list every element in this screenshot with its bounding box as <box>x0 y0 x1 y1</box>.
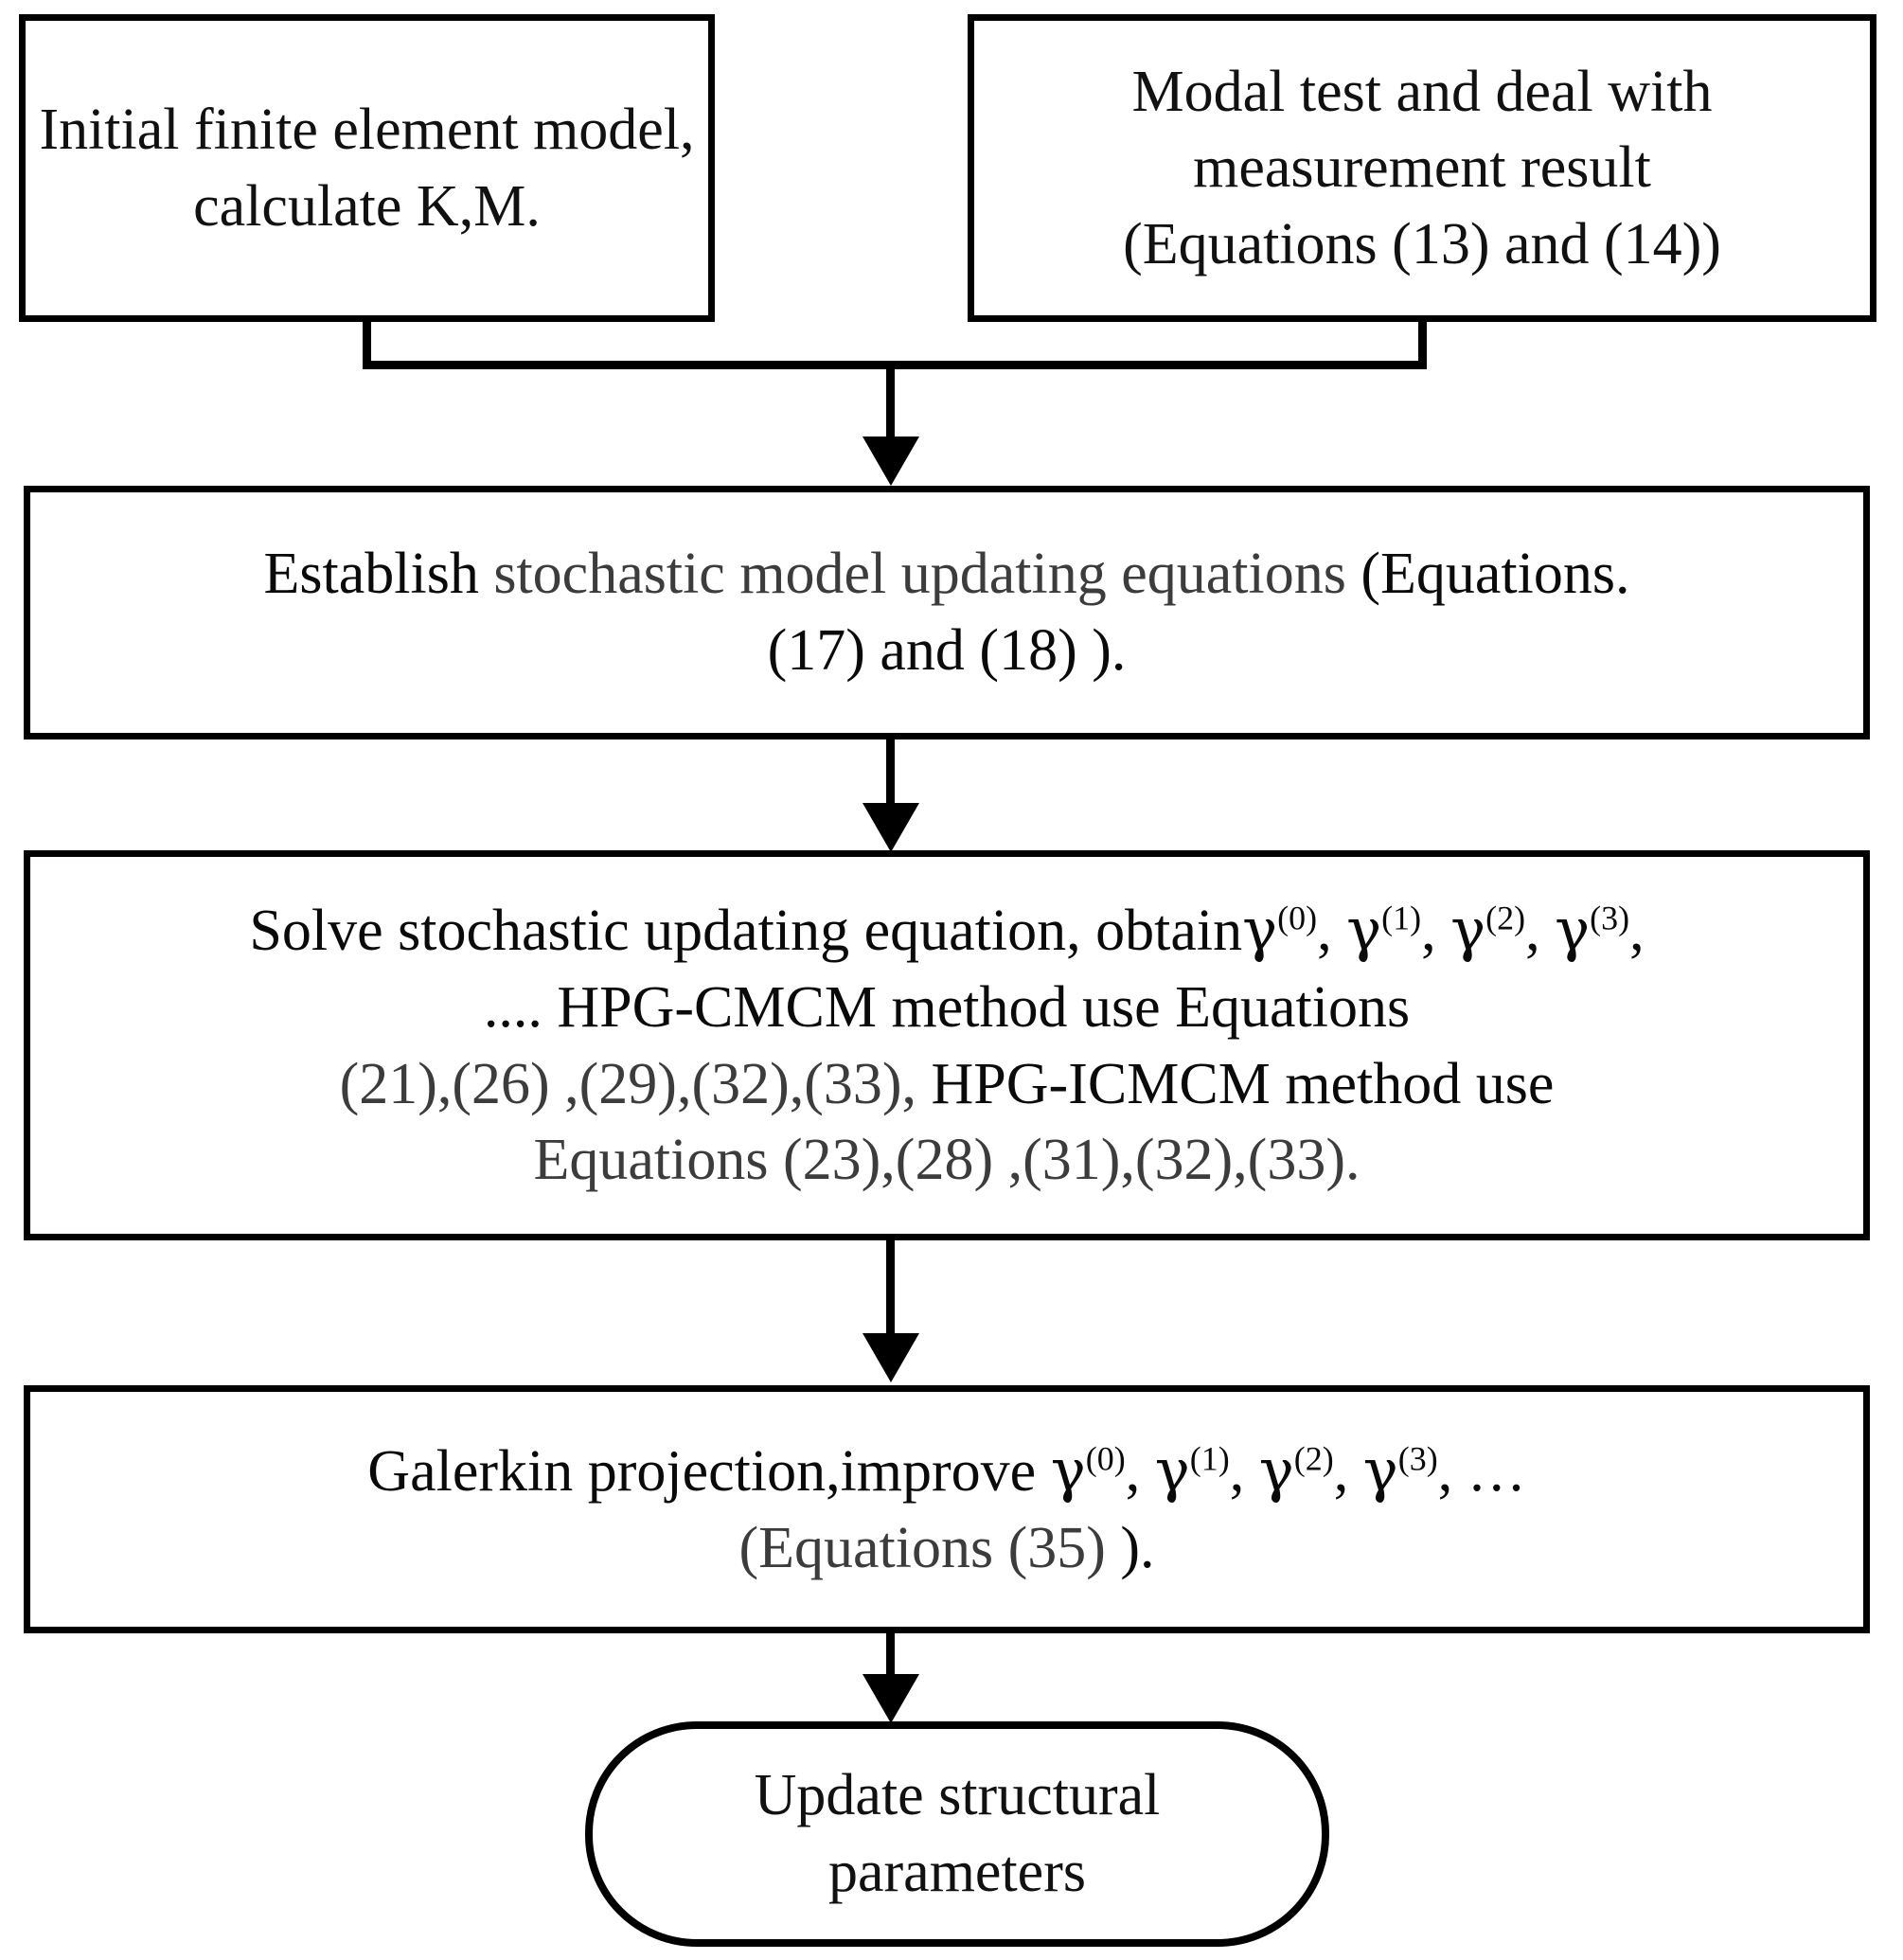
node-solve-line4-black: Equations <box>533 1128 783 1193</box>
galerkin-gamma-sep-0: , <box>1125 1438 1155 1504</box>
node-solve-stochastic-updating-equation[interactable]: Solve stochastic updating equation, obta… <box>24 850 1870 1240</box>
connector-stub-from-modal-test <box>1418 322 1427 369</box>
node-solve-text: Solve stochastic updating equation, obta… <box>44 892 1850 1198</box>
galerkin-gamma-sep-1: , <box>1229 1438 1259 1504</box>
arrowhead-to-establish-equations <box>863 437 919 486</box>
node-solve-line2: .... HPG-CMCM method use Equations <box>483 974 1411 1040</box>
galerkin-gamma-superscript-3: (3) <box>1397 1439 1438 1478</box>
node-establish-text: Establish stochastic model updating equa… <box>44 536 1850 688</box>
connector-stub-from-initial-model <box>363 322 371 369</box>
gamma-sep-0: , <box>1317 899 1347 964</box>
arrowhead-to-update-parameters <box>863 1674 919 1723</box>
connector-merge-bar <box>363 361 1427 369</box>
arrowhead-to-galerkin <box>863 1333 919 1382</box>
gamma-sep-3: , <box>1629 899 1645 964</box>
galerkin-gamma-symbol-1: γ <box>1154 1434 1190 1505</box>
galerkin-gamma-sep-2: , <box>1333 1438 1363 1504</box>
gamma-symbol-1: γ <box>1346 895 1382 965</box>
node-establish-seg-black-1: Establish <box>263 542 494 607</box>
node-modal-test-line1: Modal test and deal with <box>1131 59 1713 124</box>
connector-establish-to-solve <box>886 739 895 806</box>
node-solve-line1-prefix: Solve stochastic updating equation, obta… <box>249 899 1243 964</box>
galerkin-gamma-symbol-0: γ <box>1050 1434 1086 1505</box>
node-galerkin-line2-black: ). <box>1120 1515 1155 1580</box>
gamma-symbol-3: γ <box>1555 895 1591 965</box>
connector-galerkin-to-update <box>886 1633 895 1676</box>
galerkin-gamma-superscript-1: (1) <box>1189 1439 1230 1478</box>
node-establish-seg-black-2: (Equations. <box>1361 542 1630 607</box>
node-update-parameters-line2: parameters <box>828 1840 1086 1904</box>
gamma-superscript-1: (1) <box>1381 899 1422 937</box>
gamma-sep-1: , <box>1421 899 1451 964</box>
node-initial-model-text: Initial finite element model, calculate … <box>39 92 695 244</box>
gamma-symbol-2: γ <box>1450 895 1486 965</box>
node-establish-stochastic-updating-equations[interactable]: Establish stochastic model updating equa… <box>24 486 1870 739</box>
node-establish-seg-gray-1: stochastic model updating equations <box>493 542 1361 607</box>
gamma-sep-2: , <box>1525 899 1556 964</box>
connector-solve-to-galerkin <box>886 1240 895 1335</box>
node-modal-test-text: Modal test and deal with measurement res… <box>987 54 1857 283</box>
galerkin-gamma-symbol-2: γ <box>1258 1434 1294 1505</box>
node-galerkin-projection[interactable]: Galerkin projection,improve γ(0), γ(1), … <box>24 1385 1870 1633</box>
node-solve-line4-gray: (23),(28) ,(31),(32),(33). <box>783 1128 1361 1193</box>
galerkin-gamma-ellipsis: , … <box>1437 1438 1526 1504</box>
node-modal-test-line2: measurement result <box>1193 135 1651 201</box>
node-update-parameters-line1: Update structural <box>754 1763 1161 1828</box>
galerkin-gamma-superscript-2: (2) <box>1293 1439 1334 1478</box>
node-modal-test-and-measurement[interactable]: Modal test and deal with measurement res… <box>968 14 1876 322</box>
gamma-superscript-3: (3) <box>1590 899 1630 937</box>
arrowhead-to-solve-equation <box>863 803 919 852</box>
gamma-symbol-0: γ <box>1242 895 1278 965</box>
node-initial-model-line1: Initial finite element model, <box>39 97 695 162</box>
node-initial-model-line2: calculate K,M. <box>193 173 541 239</box>
node-update-structural-parameters[interactable]: Update structural parameters <box>585 1721 1329 1947</box>
gamma-superscript-2: (2) <box>1485 899 1526 937</box>
node-establish-line2: (17) and (18) ). <box>767 618 1127 683</box>
node-galerkin-line2-gray: (Equations (35) <box>738 1515 1121 1580</box>
node-solve-line3-gray: (21),(26) ,(29),(32),(33), <box>339 1051 932 1116</box>
node-galerkin-text: Galerkin projection,improve γ(0), γ(1), … <box>44 1433 1850 1586</box>
node-update-parameters-text: Update structural parameters <box>606 1757 1308 1910</box>
connector-merge-drop-line <box>886 361 895 438</box>
galerkin-gamma-superscript-0: (0) <box>1085 1439 1126 1478</box>
node-initial-finite-element-model[interactable]: Initial finite element model, calculate … <box>19 14 715 322</box>
galerkin-gamma-symbol-3: γ <box>1362 1434 1398 1505</box>
node-modal-test-line3: (Equations (13) and (14)) <box>1123 211 1721 276</box>
node-galerkin-line1-prefix: Galerkin projection,improve <box>367 1438 1051 1504</box>
node-solve-line3-black: HPG-ICMCM method use <box>931 1051 1555 1116</box>
gamma-superscript-0: (0) <box>1277 899 1318 937</box>
